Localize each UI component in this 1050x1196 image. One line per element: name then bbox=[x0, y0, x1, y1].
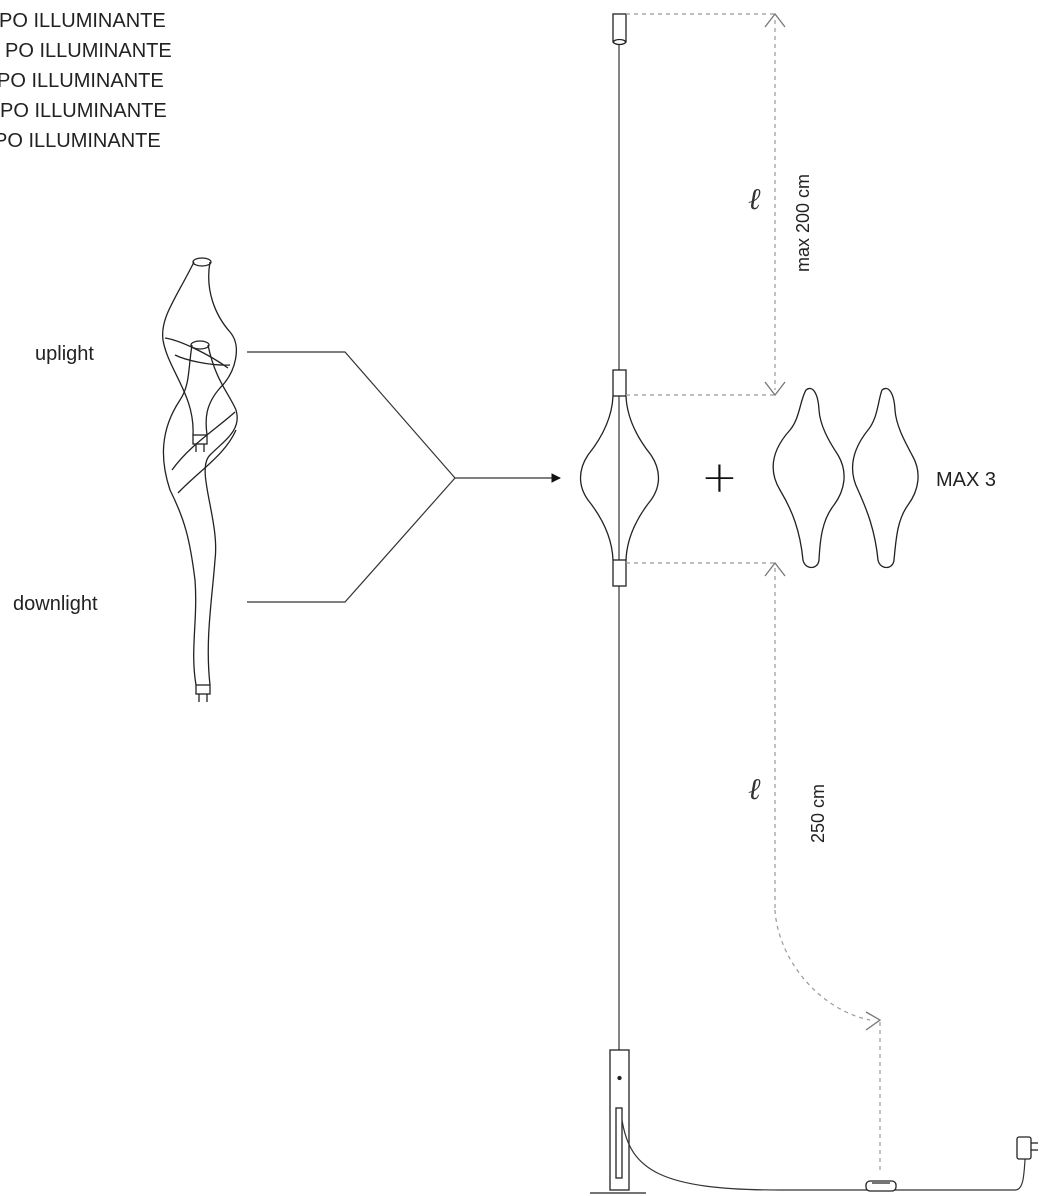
upper-length-label: max 200 cm bbox=[793, 173, 813, 272]
floor-base-icon bbox=[590, 1049, 646, 1194]
downlight-label: downlight bbox=[13, 593, 98, 615]
plus-sign: + bbox=[701, 452, 738, 503]
floor-switch-icon bbox=[865, 1180, 897, 1192]
header-line-1: PO ILLUMINANTE bbox=[0, 10, 166, 32]
uplight-label: uplight bbox=[35, 343, 94, 365]
ceiling-cap bbox=[612, 13, 627, 46]
extra-lamp-icon-2 bbox=[851, 387, 919, 569]
downlight-lamp-icon bbox=[162, 340, 238, 702]
central-lamp-icon bbox=[579, 369, 660, 587]
header-line-2: PO ILLUMINANTE bbox=[5, 40, 172, 62]
max-units-label: MAX 3 bbox=[936, 469, 997, 491]
power-plug-icon bbox=[1016, 1136, 1038, 1160]
connector-lines bbox=[247, 351, 561, 603]
header-line-5: PO ILLUMINANTE bbox=[0, 130, 161, 152]
dimension-arrowheads bbox=[764, 12, 882, 1031]
uplight-lamp-icon bbox=[161, 257, 237, 452]
header-line-4: PO ILLUMINANTE bbox=[0, 100, 167, 122]
power-cable bbox=[621, 1119, 1027, 1191]
header-line-3: PO ILLUMINANTE bbox=[0, 70, 164, 92]
dimension-guides bbox=[626, 13, 881, 1170]
extra-lamp-icon-1 bbox=[772, 387, 845, 569]
ell-symbol-lower: ℓ bbox=[748, 772, 761, 807]
ell-symbol-upper: ℓ bbox=[748, 182, 761, 217]
lower-length-label: 250 cm bbox=[808, 783, 828, 843]
